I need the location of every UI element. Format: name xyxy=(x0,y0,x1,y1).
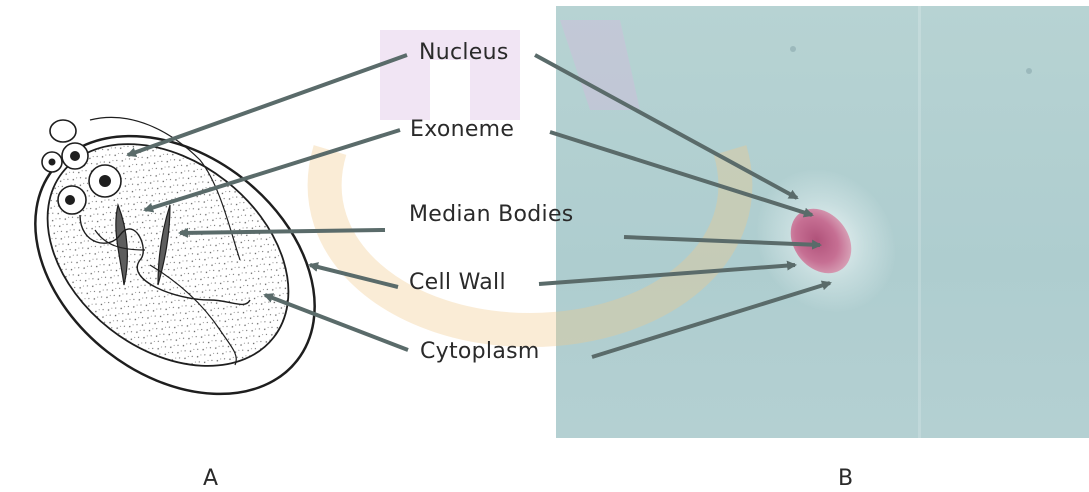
label-cytoplasm: Cytoplasm xyxy=(420,339,540,364)
label-cell-wall: Cell Wall xyxy=(409,270,506,295)
label-median-bodies: Median Bodies xyxy=(409,202,574,227)
panel-label-b: B xyxy=(838,466,853,491)
label-nucleus: Nucleus xyxy=(419,40,509,65)
arrow-nucleus-b xyxy=(535,55,797,198)
label-exoneme: Exoneme xyxy=(410,117,514,142)
panel-label-a: A xyxy=(203,466,218,491)
arrow-exoneme-b xyxy=(550,132,812,215)
